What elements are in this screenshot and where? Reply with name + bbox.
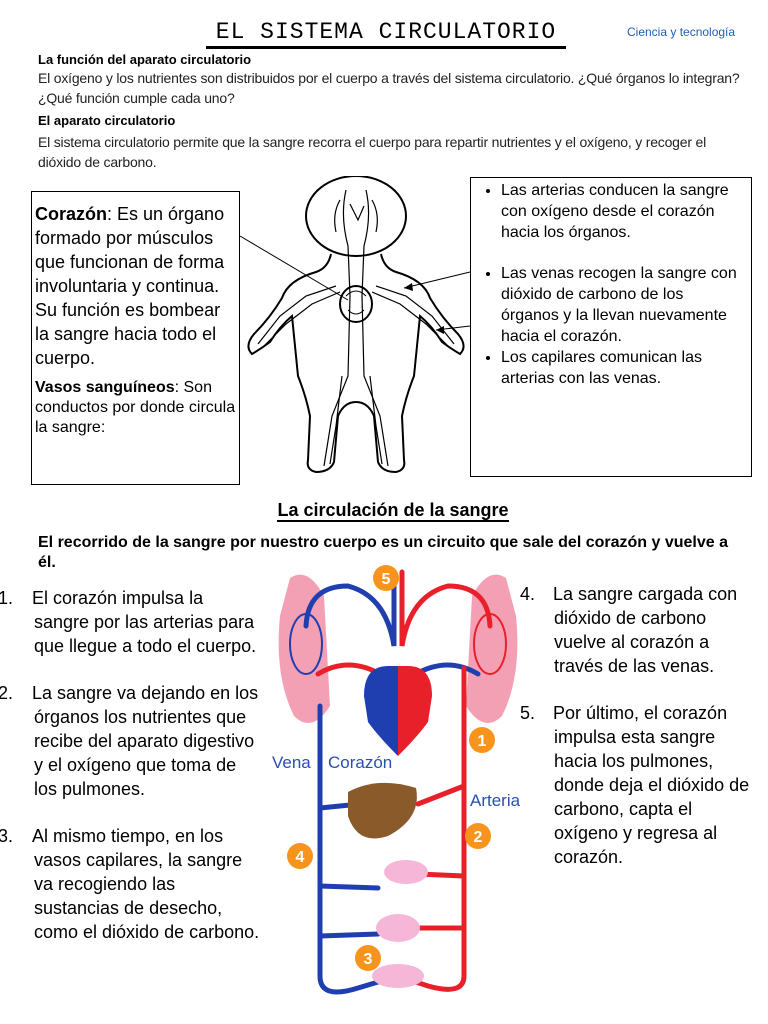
vessels-definition: Vasos sanguíneos: Son conductos por dond…	[35, 378, 237, 438]
marker-1	[469, 727, 495, 753]
paragraph-system: El sistema circulatorio permite que la s…	[38, 134, 706, 170]
marker-3-label: 3	[364, 951, 373, 968]
heart-shape	[339, 285, 373, 323]
step-markers	[287, 565, 495, 971]
steps-right-column: 4. La sangre cargada con dióxido de carbo…	[520, 582, 752, 892]
step-3: 3. Al mismo tiempo, en los vasos capilare…	[0, 824, 260, 944]
subject-label: Ciencia y tecnología	[627, 25, 736, 39]
step-text: La sangre va dejando en los órganos los …	[32, 683, 259, 799]
vessels-list: Las arterias conducen la sangre con oxíg…	[479, 180, 745, 389]
lower-capillaries	[372, 964, 424, 988]
circulation-diagram: 5 1 2 4 3 Vena Corazón Arteria	[272, 565, 521, 995]
step-1: 1. El corazón impulsa la sangre por las a…	[0, 586, 260, 658]
step-4: 4. La sangre cargada con dióxido de carbo…	[520, 582, 752, 678]
vein-from-organs	[317, 931, 381, 939]
marker-2-label: 2	[474, 829, 483, 846]
marker-5-label: 5	[382, 571, 391, 588]
vein-from-intestine	[317, 883, 381, 891]
vessels-text: : Son conductos por donde circula la san…	[35, 379, 236, 436]
page-title: EL SISTEMA CIRCULATORIO	[206, 18, 566, 49]
body-circulation-illustration	[239, 176, 471, 474]
artery-label: Arteria	[470, 791, 521, 810]
aorta-arch	[399, 569, 493, 647]
step-5: 5. Por último, el corazón impulsa esta sa…	[520, 701, 752, 869]
list-item-arteries: Las arterias conducen la sangre con oxíg…	[501, 180, 745, 243]
heart-term: Corazón	[35, 204, 107, 224]
section-heading-system: El aparato circulatorio	[38, 113, 176, 128]
marker-4	[287, 843, 313, 869]
section-intro: El recorrido de la sangre por nuestro cu…	[38, 534, 728, 571]
step-number: 2.	[0, 683, 14, 703]
heart-text: : Es un órgano formado por músculos que …	[35, 204, 225, 368]
step-number: 3.	[0, 826, 14, 846]
organ-capillaries	[376, 914, 420, 942]
step-2: 2. La sangre va dejando en los órganos lo…	[0, 681, 260, 801]
list-item-capillaries: Los capilares comunican las arterias con…	[501, 347, 745, 389]
section-title: La circulación de la sangre	[277, 500, 509, 522]
marker-1-label: 1	[478, 733, 487, 750]
pulmonary-artery	[303, 569, 397, 647]
lungs	[278, 574, 518, 724]
list-item-veins: Las venas recogen la sangre con dióxido …	[501, 263, 745, 347]
section-heading-function: La función del aparato circulatorio	[38, 52, 252, 67]
vein-label: Vena	[272, 753, 311, 772]
right-lung	[466, 574, 518, 724]
heart-right-side	[364, 666, 398, 756]
heart-label: Corazón	[328, 753, 392, 772]
artery-to-liver	[415, 783, 467, 807]
paragraph-function: El oxígeno y los nutrientes son distribu…	[38, 70, 740, 106]
intestine-capillaries	[384, 860, 428, 884]
step-text: El corazón impulsa la sangre por las art…	[32, 588, 257, 656]
heart	[364, 666, 432, 756]
body-outline	[247, 176, 465, 474]
descending-artery	[395, 665, 467, 992]
marker-3	[355, 945, 381, 971]
ascending-vein	[317, 703, 401, 995]
vessels-term: Vasos sanguíneos	[35, 379, 175, 396]
pointer-arrowheads	[404, 283, 444, 334]
heart-definition: Corazón: Es un órgano formado por múscul…	[35, 202, 237, 370]
heart-definition-box: Corazón: Es un órgano formado por múscul…	[31, 191, 240, 485]
marker-4-label: 4	[296, 849, 305, 866]
step-number: 5.	[520, 703, 536, 723]
step-text: Al mismo tiempo, en los vasos capilares,…	[32, 826, 260, 942]
steps-left-column: 1. El corazón impulsa la sangre por las a…	[0, 586, 260, 967]
marker-5	[373, 565, 399, 591]
heart-left-side	[398, 666, 432, 756]
step-number: 4.	[520, 584, 536, 604]
vessel-lines	[257, 189, 455, 467]
step-number: 1.	[0, 588, 14, 608]
vessels-types-box: Las arterias conducen la sangre con oxíg…	[470, 177, 752, 477]
pointer-lines	[239, 235, 471, 331]
step-text: Por último, el corazón impulsa esta sang…	[553, 703, 750, 867]
step-text: La sangre cargada con dióxido de carbono…	[553, 584, 738, 676]
left-lung	[278, 574, 330, 724]
marker-2	[465, 823, 491, 849]
liver	[348, 782, 417, 839]
